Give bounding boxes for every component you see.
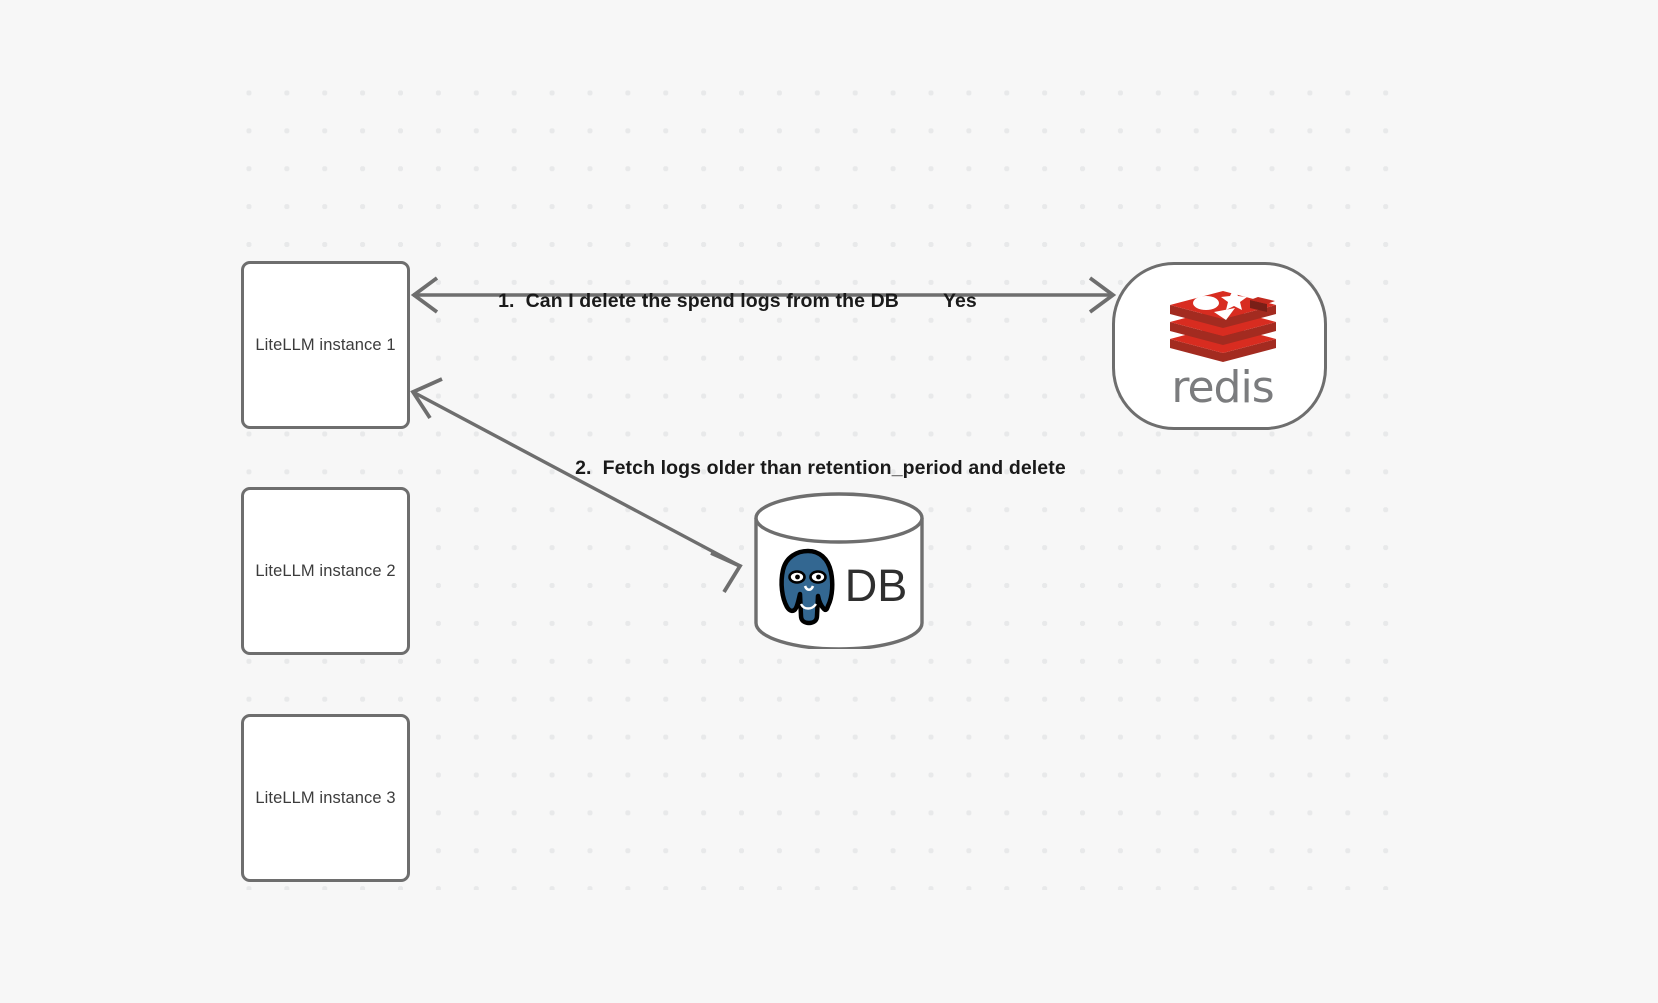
db-wordmark: DB (844, 560, 908, 611)
node-litellm-instance-1[interactable]: LiteLLM instance 1 (241, 261, 410, 429)
arrowhead-to-db (710, 551, 743, 593)
postgresql-elephant-icon (779, 548, 835, 625)
edge-label-1-question: 1. Can I delete the spend logs from the … (498, 290, 899, 312)
arrowhead-to-litellm1 (410, 276, 439, 314)
edge-label-fetch-delete: 2. Fetch logs older than retention_perio… (553, 434, 1066, 503)
node-postgres-db[interactable]: DB (753, 492, 925, 651)
node-litellm-instance-2-label: LiteLLM instance 2 (255, 561, 396, 580)
node-litellm-instance-2[interactable]: LiteLLM instance 2 (241, 487, 410, 655)
node-litellm-instance-3[interactable]: LiteLLM instance 3 (241, 714, 410, 882)
edge-litellm1-db (410, 377, 743, 593)
edge-label-2-text: 2. Fetch logs older than retention_perio… (575, 457, 1066, 479)
redis-wordmark: redis (1171, 362, 1274, 413)
node-litellm-instance-1-label: LiteLLM instance 1 (255, 335, 396, 354)
edge-litellm1-redis (410, 276, 1117, 314)
node-litellm-instance-3-label: LiteLLM instance 3 (255, 788, 396, 807)
node-redis[interactable]: redis (1112, 262, 1327, 430)
edge-label-question-answer: 1. Can I delete the spend logs from the … (476, 267, 977, 336)
database-cylinder-shape (754, 492, 924, 651)
redis-stack-icon (1169, 288, 1276, 362)
edge-label-1-answer: Yes (942, 290, 977, 312)
arrowhead-to-redis (1088, 276, 1117, 314)
db-logo-row: DB (753, 492, 925, 649)
redis-logo: redis (1168, 282, 1278, 410)
arrowhead-to-litellm1-diagonal (410, 377, 443, 420)
